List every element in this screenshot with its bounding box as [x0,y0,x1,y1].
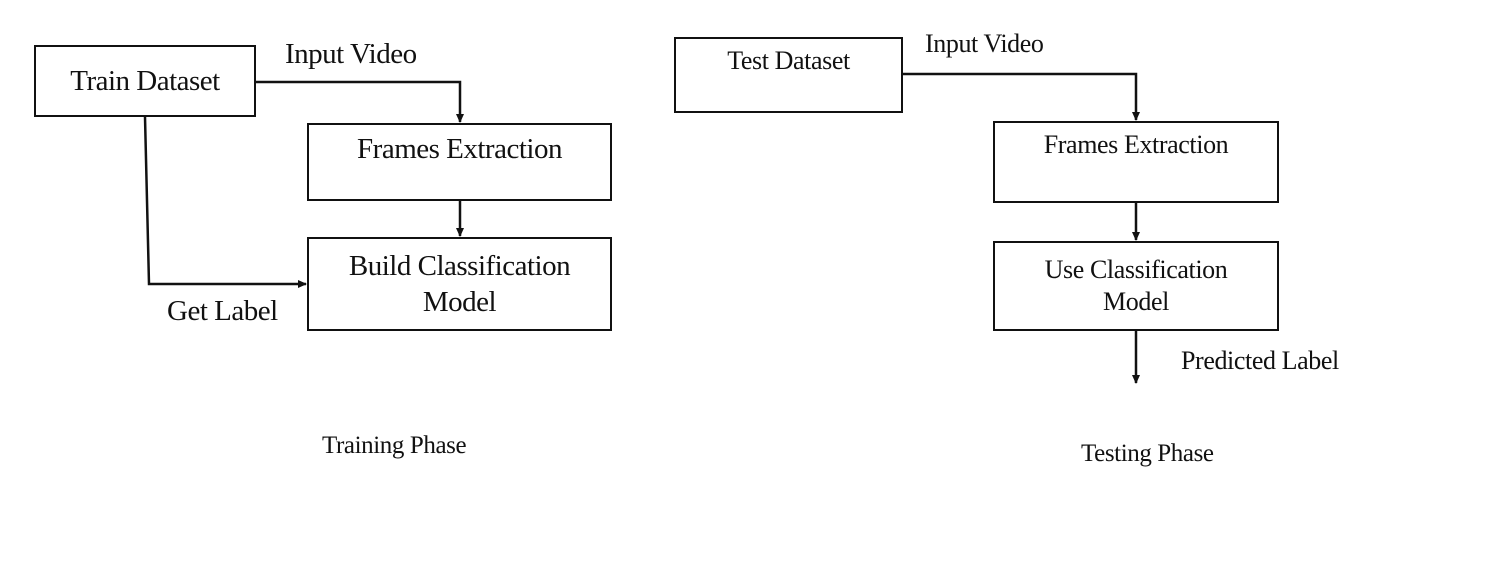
train-dataset-text: Train Dataset [70,64,220,97]
train-frames-extraction-text: Frames Extraction [357,133,562,165]
train-dataset-box: Train Dataset [34,45,256,117]
train-frames-extraction-box: Frames Extraction [307,123,612,201]
test-frames-extraction-box: Frames Extraction [993,121,1279,203]
use-model-line1: Use Classification [1044,254,1228,284]
build-model-line1: Build Classification [348,249,571,282]
train-input-video-label: Input Video [285,38,417,70]
test-dataset-box: Test Dataset [674,37,903,113]
test-frames-extraction-text: Frames Extraction [1043,130,1229,159]
build-model-line2: Model [422,286,497,318]
test-to-frames-arrow [902,72,1140,121]
train-to-frames-arrow [255,80,464,123]
build-classification-model-box: Build Classification Model [307,237,612,331]
get-label-label: Get Label [167,295,278,327]
train-to-build-label-arrow [143,116,307,288]
use-classification-model-box: Use Classification Model [993,241,1279,331]
training-phase-title: Training Phase [322,432,467,459]
use-model-line2: Model [1103,287,1169,316]
testing-phase-title: Testing Phase [1081,440,1214,467]
test-dataset-text: Test Dataset [727,46,850,75]
predicted-label-label: Predicted Label [1181,346,1339,375]
test-input-video-label: Input Video [925,29,1044,58]
